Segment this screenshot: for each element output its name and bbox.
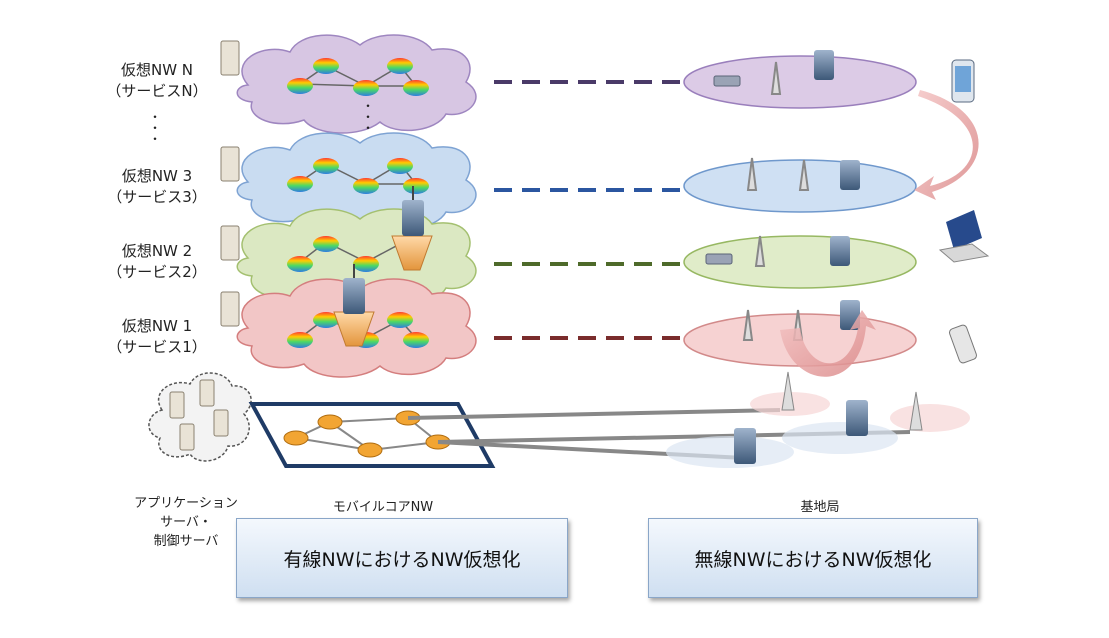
vnw-3-label: 仮想NW 3 （サービス3）: [107, 167, 207, 206]
virtual-links: [494, 80, 684, 340]
smartphone-icon: [951, 59, 975, 103]
vnw-1-label: 仮想NW 1 （サービス1）: [107, 317, 207, 356]
app-server-cloud: [148, 372, 252, 462]
mobile-core-network: [248, 402, 496, 468]
base-station-label: 基地局: [800, 500, 840, 515]
server-icons: [220, 40, 240, 327]
vnw-2-label: 仮想NW 2 （サービス2）: [107, 242, 207, 281]
vertical-ellipsis: ・ ・ ・: [148, 110, 161, 146]
funnel-basestation-icons: [333, 186, 433, 347]
flip-phone-icon: [949, 324, 977, 364]
basestation-icons-right: [814, 50, 860, 330]
laptop-icon: [938, 210, 990, 263]
wireless-virtualization-box: 無線NWにおけるNW仮想化: [648, 518, 978, 598]
vertical-ellipsis-cloud: ・ ・ ・: [362, 99, 375, 135]
handover-arrow-bottom: [780, 310, 876, 377]
app-server-label: アプリケーション サーバ・ 制御サーバ: [134, 496, 238, 549]
base-station-area: [666, 371, 970, 468]
wired-virtualization-box: 有線NWにおけるNW仮想化: [236, 518, 568, 598]
handover-arrow-top: [914, 90, 979, 200]
mobile-core-label: モバイルコアNW: [332, 500, 434, 515]
wifi-router-icons: [705, 75, 741, 265]
vnw-n-label: 仮想NW N （サービスN）: [106, 61, 208, 100]
